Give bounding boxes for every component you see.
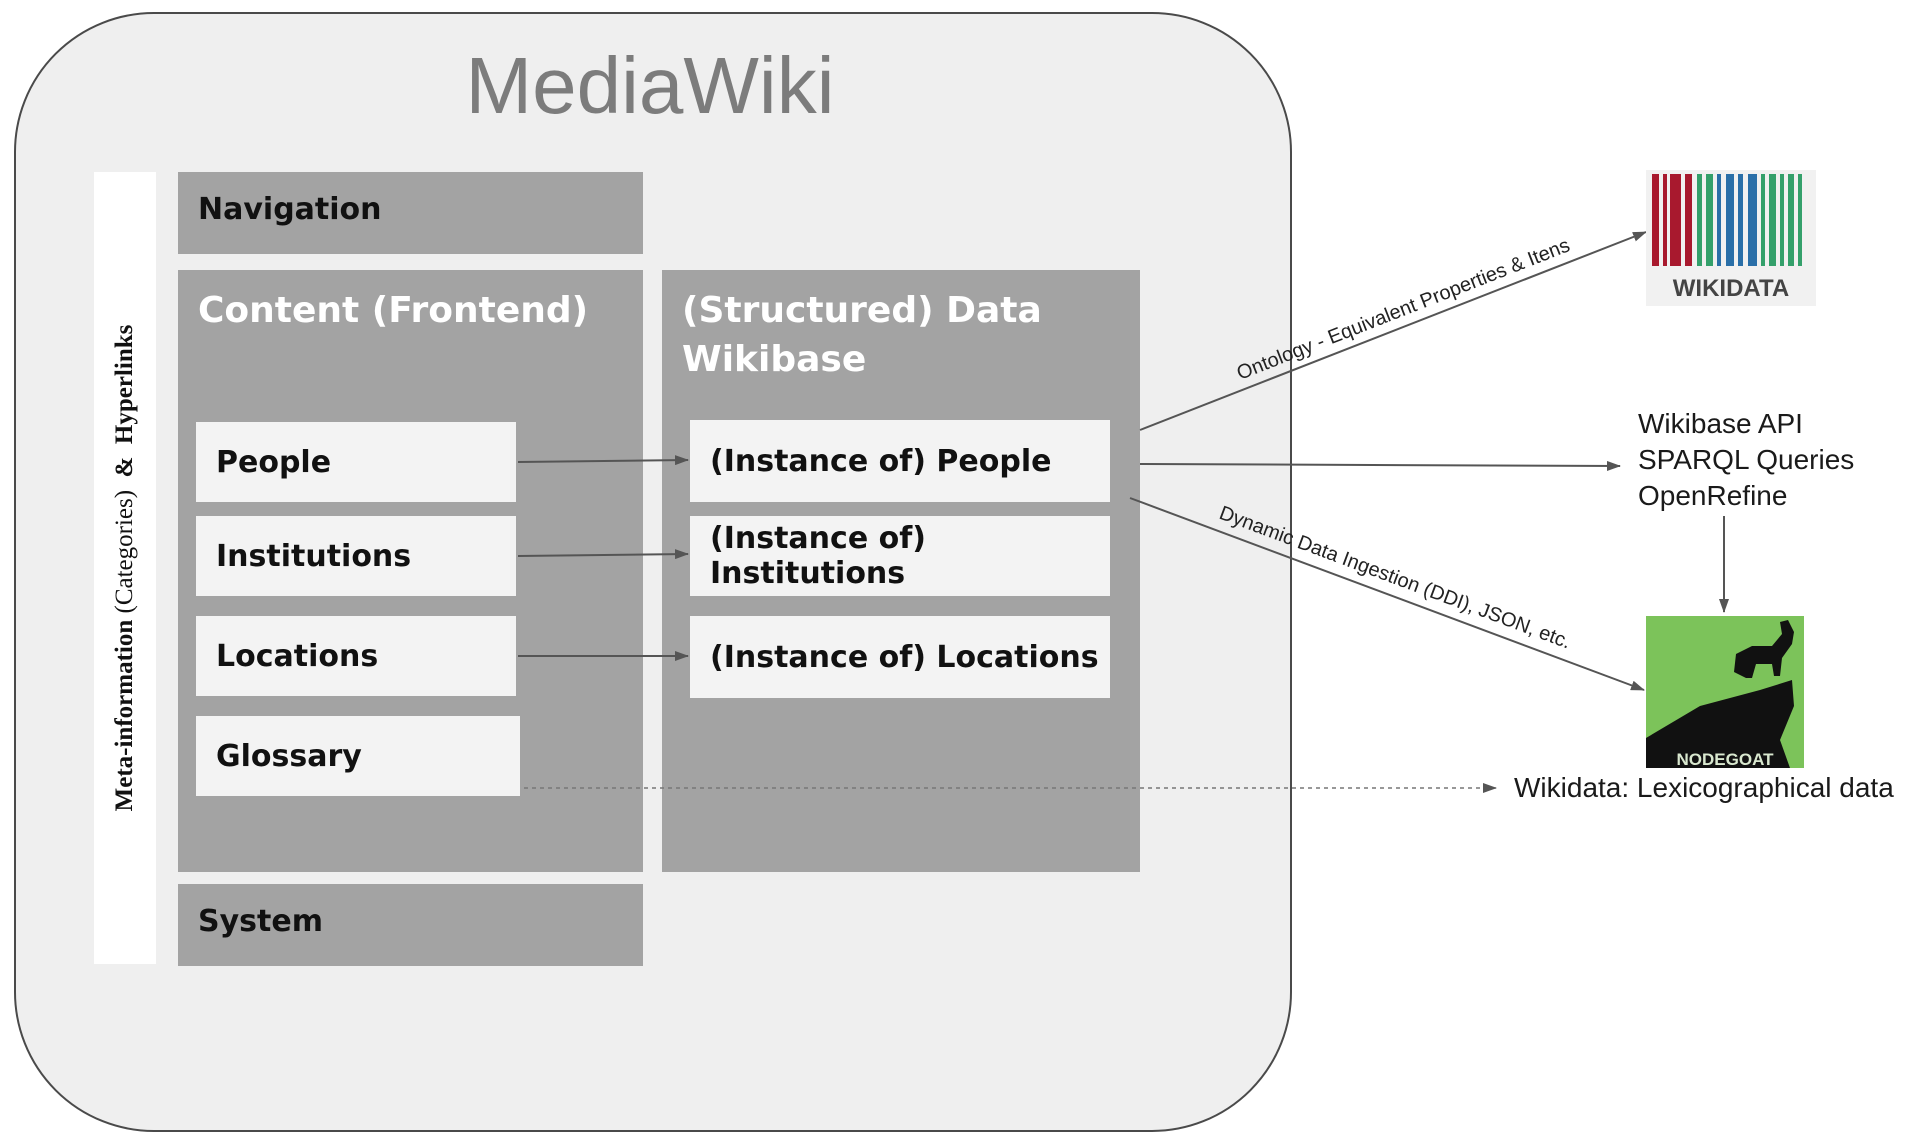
data-item-label: (Instance of) Institutions [710,521,926,591]
content-item-people: People [196,422,516,502]
nodegoat-logo: NODEGOAT [1646,616,1804,769]
meta-information-label: Meta-information (Categories) & Hyperlin… [105,172,145,964]
meta-label-part1: Meta-information [111,619,138,812]
data-item-institutions: (Instance of) Institutions [690,516,1110,596]
data-item-locations: (Instance of) Locations [690,616,1110,698]
navigation-box: Navigation [178,172,643,254]
system-label: System [198,904,323,939]
structured-data-title: (Structured) Data Wikibase [682,286,1122,384]
system-box: System [178,884,643,966]
api-list-item-openrefine: OpenRefine [1638,480,1788,511]
data-item-people: (Instance of) People [690,420,1110,502]
meta-label-part2: (Categories) [111,489,138,614]
wikidata-logo: WIKIDATA [1646,170,1816,306]
content-frontend-title: Content (Frontend) [198,290,589,331]
content-item-label: Glossary [216,738,362,774]
navigation-label: Navigation [198,192,382,227]
api-list-item-sparql: SPARQL Queries [1638,444,1855,475]
content-item-label: Institutions [216,538,412,574]
wikidata-logo-text: WIKIDATA [1673,275,1789,302]
api-list: Wikibase API SPARQL Queries OpenRefine [1638,406,1926,514]
structured-data-title-line1: (Structured) Data [682,290,1042,331]
meta-label-part3: & [111,456,138,478]
data-item-label: (Instance of) Locations [710,639,1099,675]
nodegoat-logo-text: NODEGOAT [1677,750,1775,769]
api-list-item-wikibase-api: Wikibase API [1638,408,1803,439]
meta-information-strip [94,172,156,964]
content-item-label: Locations [216,638,379,674]
content-item-institutions: Institutions [196,516,516,596]
structured-data-title-line2: Wikibase [682,339,867,380]
meta-label-part4: Hyperlinks [111,324,138,445]
mediawiki-title: MediaWiki [465,41,835,130]
content-item-locations: Locations [196,616,516,696]
lexicographical-data-label: Wikidata: Lexicographical data [1514,772,1894,803]
content-item-glossary: Glossary [196,716,520,796]
content-item-label: People [216,444,332,480]
data-item-label: (Instance of) People [710,443,1052,479]
